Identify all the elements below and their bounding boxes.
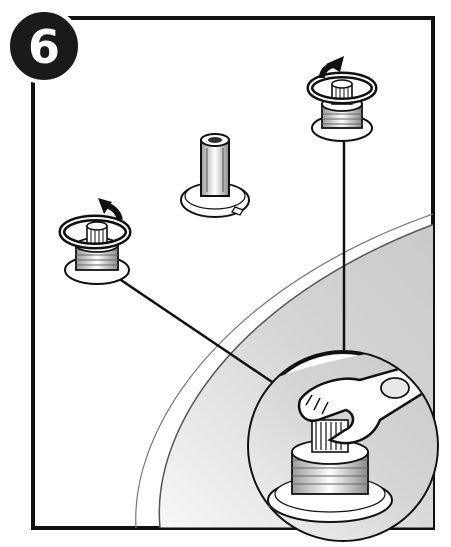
leveling-foot-icon	[311, 79, 373, 142]
counterclockwise-rotation-arrow-icon	[306, 56, 378, 105]
threaded-insert-icon	[180, 133, 250, 218]
step-number: 6	[28, 20, 60, 74]
step-number-badge: 6	[6, 8, 82, 84]
detail-zoom-circle	[247, 350, 439, 542]
open-end-wrench-icon	[297, 358, 437, 445]
clockwise-rotation-arrow-icon	[58, 198, 132, 250]
leader-line-left	[114, 274, 279, 388]
